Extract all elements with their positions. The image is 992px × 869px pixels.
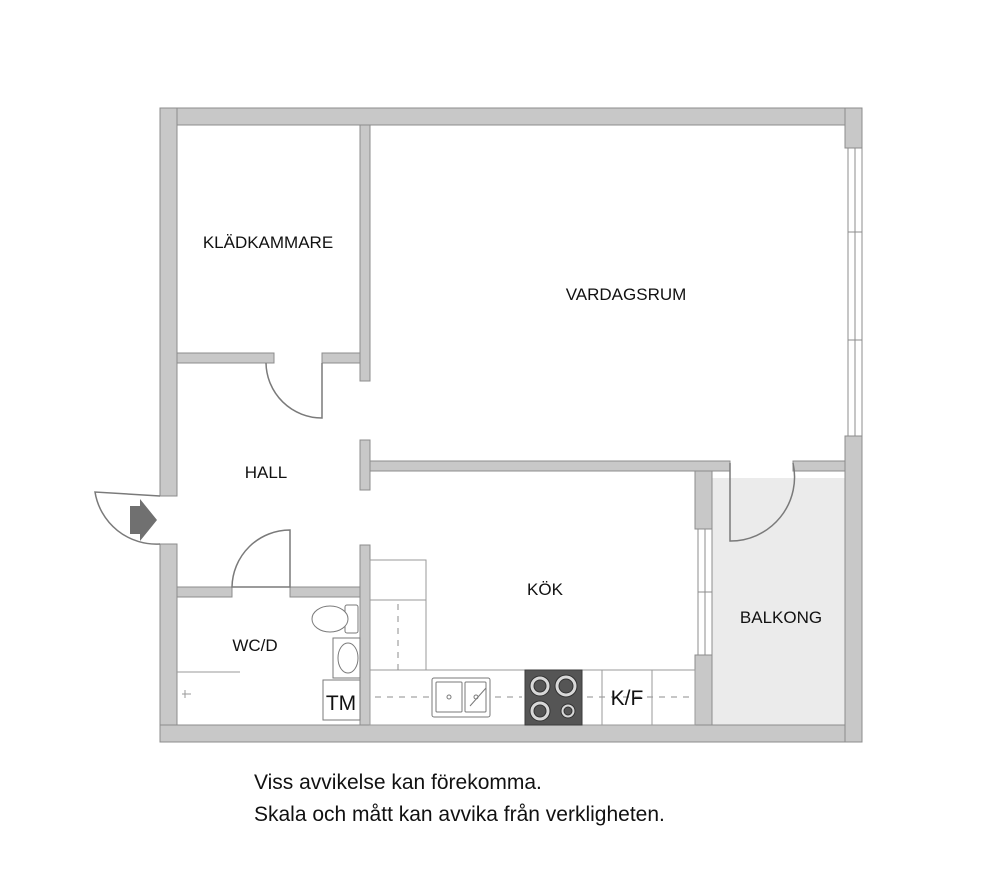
room-label-hall: HALL <box>245 463 288 482</box>
room-label-wcd: WC/D <box>232 636 277 655</box>
windows <box>697 147 863 656</box>
stove-icon <box>524 669 583 726</box>
balcony-floor <box>712 478 858 725</box>
door-swings <box>94 362 796 588</box>
shower-icon <box>177 671 240 698</box>
washbasin-icon <box>332 637 361 679</box>
disclaimer-line-1: Viss avvikelse kan förekomma. <box>254 771 542 794</box>
room-label-kok: KÖK <box>527 580 564 599</box>
room-label-kladkammare: KLÄDKAMMARE <box>203 233 333 252</box>
fixture-label-tm: TM <box>326 692 356 715</box>
tm-box <box>322 679 361 721</box>
room-label-vardagsrum: VARDAGSRUM <box>566 285 687 304</box>
kf-cabinet <box>601 670 653 725</box>
walls <box>159 107 863 743</box>
disclaimer-line-2: Skala och mått kan avvika från verklighe… <box>254 803 665 826</box>
fixture-label-kf: K/F <box>611 687 644 710</box>
toilet-icon <box>311 604 359 634</box>
room-label-balkong: BALKONG <box>740 608 822 627</box>
entrance-arrow-icon <box>130 499 157 541</box>
kitchen-sink-icon <box>431 677 491 718</box>
